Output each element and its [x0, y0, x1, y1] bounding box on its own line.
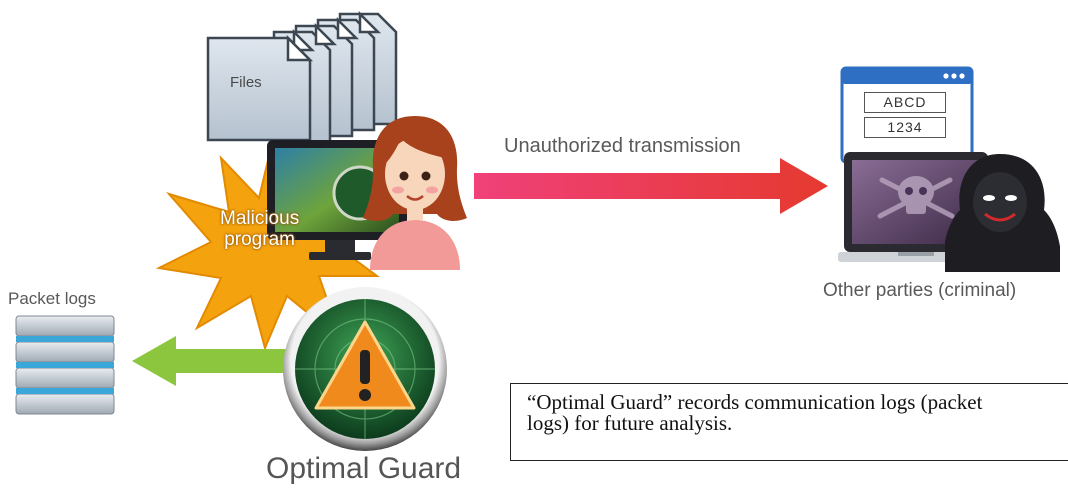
malicious-label-line2: program	[224, 229, 295, 250]
packet-logs-label: Packet logs	[8, 289, 96, 308]
criminal-label: Other parties (criminal)	[823, 280, 1017, 301]
form-field-1234: 1234	[864, 117, 946, 138]
malicious-label-line1: Malicious	[220, 208, 300, 229]
optimal-guard-label: Optimal Guard	[266, 452, 462, 485]
note-line-2: logs) for future analysis.	[527, 411, 733, 435]
note-line-1: “Optimal Guard” records communication lo…	[527, 390, 983, 414]
woman-user-icon	[360, 112, 470, 272]
files-label: Files	[230, 74, 262, 91]
server-stack-icon	[14, 314, 118, 418]
note-box: “Optimal Guard” records communication lo…	[510, 383, 1068, 461]
transmission-label: Unauthorized transmission	[504, 135, 741, 157]
form-field-abcd: ABCD	[864, 92, 946, 113]
transmission-arrow-icon	[474, 158, 830, 214]
files-stack-icon	[200, 10, 420, 145]
hooded-criminal-icon	[945, 150, 1060, 275]
malicious-program-label: Malicious program	[220, 208, 299, 250]
logs-arrow-icon	[132, 336, 290, 386]
optimal-guard-icon	[280, 284, 450, 454]
browser-form-icon	[840, 66, 975, 166]
